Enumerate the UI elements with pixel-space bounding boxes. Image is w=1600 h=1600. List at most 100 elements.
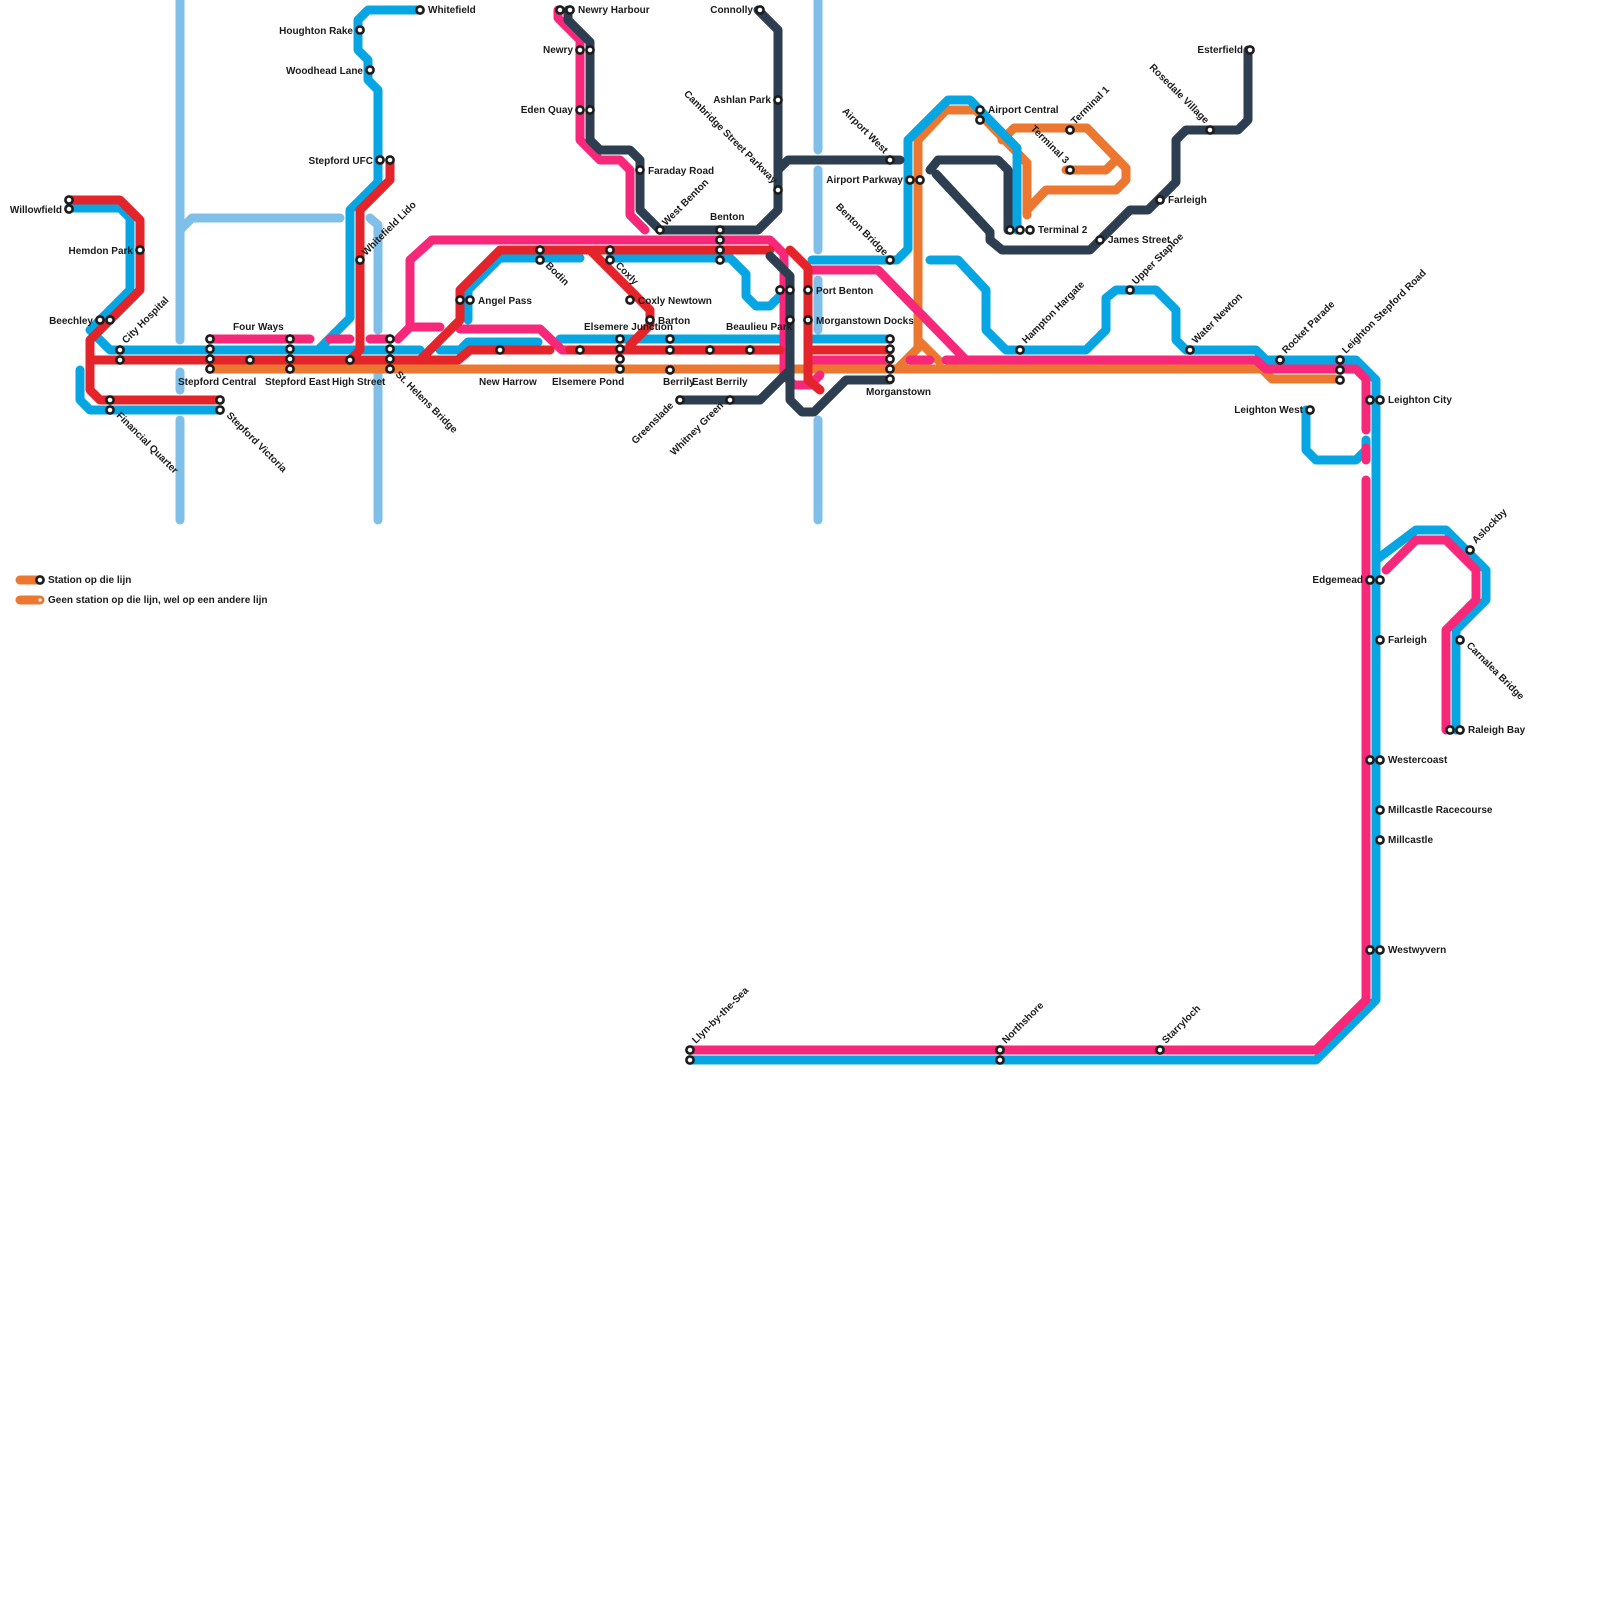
station-benton-marker-2[interactable] xyxy=(715,235,725,245)
station-whitney-green-marker[interactable] xyxy=(725,395,735,405)
station-stepford-east-marker-2[interactable] xyxy=(285,344,295,354)
station-greenslade-marker[interactable] xyxy=(675,395,685,405)
station-stepford-central-marker-4[interactable] xyxy=(205,364,215,374)
station-westwyvern-marker-2[interactable] xyxy=(1375,945,1385,955)
station-elsemere-junction-marker[interactable] xyxy=(615,334,625,344)
station-city-hospital-marker-2[interactable] xyxy=(115,355,125,365)
station-ashlan-park-marker[interactable] xyxy=(773,95,783,105)
station-airport-parkway-marker-2[interactable] xyxy=(915,175,925,185)
station-elsemere-pond-marker[interactable] xyxy=(575,345,585,355)
station-elsemere-junction-marker-3[interactable] xyxy=(615,354,625,364)
station-morganstown-marker-4[interactable] xyxy=(885,364,895,374)
station-water-newton-marker[interactable] xyxy=(1185,345,1195,355)
station-morganstown-docks-marker-2[interactable] xyxy=(803,315,813,325)
station-barton-marker[interactable] xyxy=(645,315,655,325)
station-whitefield-marker[interactable] xyxy=(415,5,425,15)
station-millcastle-marker[interactable] xyxy=(1375,835,1385,845)
station-esterfield-marker[interactable] xyxy=(1245,45,1255,55)
station-westercoast-marker-2[interactable] xyxy=(1375,755,1385,765)
station-newry-harbour-marker-2[interactable] xyxy=(565,5,575,15)
station-james-street-marker[interactable] xyxy=(1095,235,1105,245)
station-coxly-newtown-marker[interactable] xyxy=(625,295,635,305)
station-berrily-marker-2[interactable] xyxy=(665,345,675,355)
station-terminal-2-marker[interactable] xyxy=(1005,225,1015,235)
station-terminal-3-marker[interactable] xyxy=(1065,165,1075,175)
station-bodin-marker-2[interactable] xyxy=(535,255,545,265)
station-benton-marker-4[interactable] xyxy=(715,255,725,265)
station-four-ways-marker[interactable] xyxy=(245,355,255,365)
station-high-street-marker[interactable] xyxy=(345,355,355,365)
station-bodin-marker[interactable] xyxy=(535,245,545,255)
station-beechley-marker-2[interactable] xyxy=(105,315,115,325)
station-leighton-city-marker-2[interactable] xyxy=(1375,395,1385,405)
station-faraday-road-marker[interactable] xyxy=(635,165,645,175)
station-leighton-stepford-road-marker-3[interactable] xyxy=(1335,375,1345,385)
station-llyn-by-the-sea-marker[interactable] xyxy=(685,1045,695,1055)
station-whitefield-lido-marker[interactable] xyxy=(355,255,365,265)
station-terminal-2-marker-3[interactable] xyxy=(1025,225,1035,235)
station-connolly-marker[interactable] xyxy=(755,5,765,15)
station-newry-marker-2[interactable] xyxy=(585,45,595,55)
station-new-harrow-marker[interactable] xyxy=(495,345,505,355)
station-starryloch-marker[interactable] xyxy=(1155,1045,1165,1055)
station-farleigh-north-marker[interactable] xyxy=(1155,195,1165,205)
station-berrily-marker[interactable] xyxy=(665,334,675,344)
station-airport-central-marker-2[interactable] xyxy=(975,115,985,125)
station-houghton-rake-marker[interactable] xyxy=(355,25,365,35)
station-llyn-by-the-sea-marker-2[interactable] xyxy=(685,1055,695,1065)
station-airport-central-marker[interactable] xyxy=(975,105,985,115)
station-upper-staploe-marker[interactable] xyxy=(1125,285,1135,295)
station-northshore-marker-2[interactable] xyxy=(995,1055,1005,1065)
station-port-benton-marker-2[interactable] xyxy=(785,285,795,295)
station-hampton-hargate-marker[interactable] xyxy=(1015,345,1025,355)
station-eden-quay-marker[interactable] xyxy=(575,105,585,115)
station-edgemead-marker-2[interactable] xyxy=(1375,575,1385,585)
station-airport-parkway-marker[interactable] xyxy=(905,175,915,185)
station-stepford-ufc-marker-2[interactable] xyxy=(385,155,395,165)
station-port-benton-marker[interactable] xyxy=(775,285,785,295)
station-leighton-stepford-road-marker[interactable] xyxy=(1335,355,1345,365)
station-terminal-1-marker[interactable] xyxy=(1065,125,1075,135)
station-st-helens-bridge-marker-2[interactable] xyxy=(385,344,395,354)
station-willowfield-marker[interactable] xyxy=(64,195,74,205)
station-stepford-ufc-marker[interactable] xyxy=(375,155,385,165)
station-rocket-parade-marker[interactable] xyxy=(1275,355,1285,365)
station-benton-marker-3[interactable] xyxy=(715,245,725,255)
station-financial-quarter-marker[interactable] xyxy=(105,395,115,405)
station-benton-marker[interactable] xyxy=(715,225,725,235)
station-millcastle-racecourse-marker[interactable] xyxy=(1375,805,1385,815)
station-newry-marker[interactable] xyxy=(575,45,585,55)
station-westwyvern-marker[interactable] xyxy=(1365,945,1375,955)
station-st-helens-bridge-marker-4[interactable] xyxy=(385,364,395,374)
station-airport-west-marker[interactable] xyxy=(885,155,895,165)
station-rosedale-village-marker[interactable] xyxy=(1205,125,1215,135)
station-stepford-east-marker[interactable] xyxy=(285,334,295,344)
station-morganstown-marker-2[interactable] xyxy=(885,344,895,354)
station-east-berrily-marker[interactable] xyxy=(705,345,715,355)
station-leighton-city-marker[interactable] xyxy=(1365,395,1375,405)
station-morganstown-marker-5[interactable] xyxy=(885,374,895,384)
station-raleigh-bay-marker[interactable] xyxy=(1445,725,1455,735)
station-elsemere-junction-marker-2[interactable] xyxy=(615,344,625,354)
station-northshore-marker[interactable] xyxy=(995,1045,1005,1055)
station-hemdon-park-marker[interactable] xyxy=(135,245,145,255)
station-stepford-east-marker-4[interactable] xyxy=(285,364,295,374)
station-benton-bridge-marker[interactable] xyxy=(885,255,895,265)
station-stepford-central-marker-2[interactable] xyxy=(205,344,215,354)
station-leighton-stepford-road-marker-2[interactable] xyxy=(1335,365,1345,375)
station-leighton-west-marker[interactable] xyxy=(1305,405,1315,415)
station-stepford-victoria-marker[interactable] xyxy=(215,395,225,405)
station-willowfield-marker-2[interactable] xyxy=(64,204,74,214)
station-stepford-central-marker[interactable] xyxy=(205,334,215,344)
station-westercoast-marker[interactable] xyxy=(1365,755,1375,765)
station-carnalea-bridge-marker[interactable] xyxy=(1455,635,1465,645)
station-farleigh-south-marker[interactable] xyxy=(1375,635,1385,645)
station-eden-quay-marker-2[interactable] xyxy=(585,105,595,115)
station-elsemere-junction-marker-4[interactable] xyxy=(615,364,625,374)
station-coxly-marker-2[interactable] xyxy=(605,255,615,265)
station-financial-quarter-marker-2[interactable] xyxy=(105,405,115,415)
station-morganstown-marker-3[interactable] xyxy=(885,354,895,364)
station-woodhead-lane-marker[interactable] xyxy=(365,65,375,75)
station-raleigh-bay-marker-2[interactable] xyxy=(1455,725,1465,735)
station-newry-harbour-marker[interactable] xyxy=(555,5,565,15)
